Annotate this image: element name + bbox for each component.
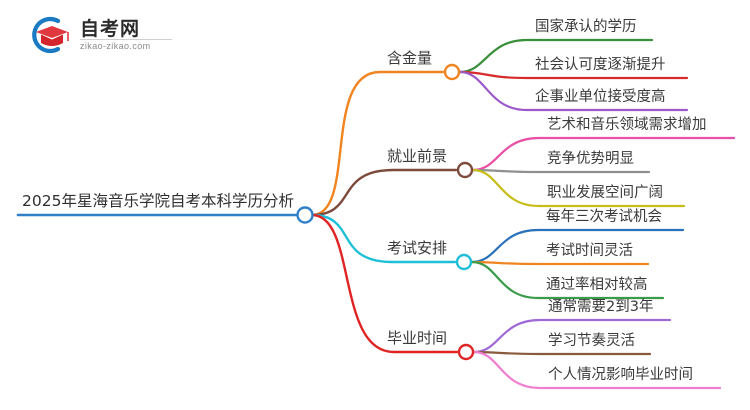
branch-label-2: 就业前景 — [387, 147, 448, 165]
branch-node-4[interactable] — [457, 343, 475, 361]
leaf-connector-4-3 — [472, 350, 722, 390]
branch-node-2[interactable] — [456, 161, 474, 179]
logo-site-url: zikao-zikao.com — [80, 41, 151, 51]
page-title: 2025年星海音乐学院自考本科学历分析 — [22, 192, 294, 210]
leaf-connector-1-3 — [458, 70, 689, 112]
leaf-label-1-1: 国家承认的学历 — [535, 19, 637, 35]
leaf-connector-4-2 — [472, 350, 652, 356]
root-node[interactable] — [296, 206, 314, 224]
leaf-label-4-3: 个人情况影响毕业时间 — [548, 367, 693, 383]
leaf-label-4-1: 通常需要2到3年 — [548, 299, 654, 315]
leaf-connector-2-2 — [471, 168, 651, 174]
graduation-cap-logo-icon — [32, 16, 69, 54]
leaf-label-2-3: 职业发展空间广阔 — [547, 185, 663, 201]
leaf-connector-3-2 — [470, 260, 650, 266]
branch-node-1[interactable] — [443, 63, 461, 81]
branch-label-1: 含金量 — [387, 49, 433, 67]
branch-node-3[interactable] — [455, 253, 473, 271]
leaf-connector-2-1 — [471, 136, 736, 172]
leaf-label-3-2: 考试时间灵活 — [546, 243, 633, 259]
leaf-label-3-3: 通过率相对较高 — [546, 277, 648, 293]
leaf-connector-3-1 — [470, 228, 685, 264]
leaf-label-4-2: 学习节奏灵活 — [548, 333, 635, 349]
leaf-connector-4-1 — [472, 318, 672, 354]
leaf-label-3-1: 每年三次考试机会 — [546, 209, 662, 225]
branch-label-3: 考试安排 — [387, 239, 448, 257]
logo-site-name: 自考网 — [80, 18, 141, 40]
leaf-label-1-2: 社会认可度逐渐提升 — [535, 57, 666, 73]
leaf-label-2-1: 艺术和音乐领域需求增加 — [547, 117, 707, 133]
connector-paths — [16, 38, 736, 390]
branch-connector-1 — [310, 70, 445, 217]
site-logo: 自考网 zikao-zikao.com — [28, 12, 172, 58]
leaf-label-1-3: 企事业单位接受度高 — [535, 89, 666, 105]
leaf-connector-2-3 — [471, 168, 686, 208]
logo-divider — [80, 39, 172, 40]
leaf-label-2-2: 竞争优势明显 — [547, 151, 634, 167]
branch-connector-2 — [310, 168, 458, 217]
branch-connector-3 — [310, 213, 457, 264]
branch-connector-4 — [310, 213, 459, 354]
connector-nodes — [296, 63, 475, 361]
logo-text-block: 自考网 zikao-zikao.com — [80, 12, 172, 56]
leaf-connector-1-1 — [458, 38, 654, 74]
branch-label-4: 毕业时间 — [387, 329, 448, 347]
leaf-connector-3-3 — [470, 260, 665, 300]
